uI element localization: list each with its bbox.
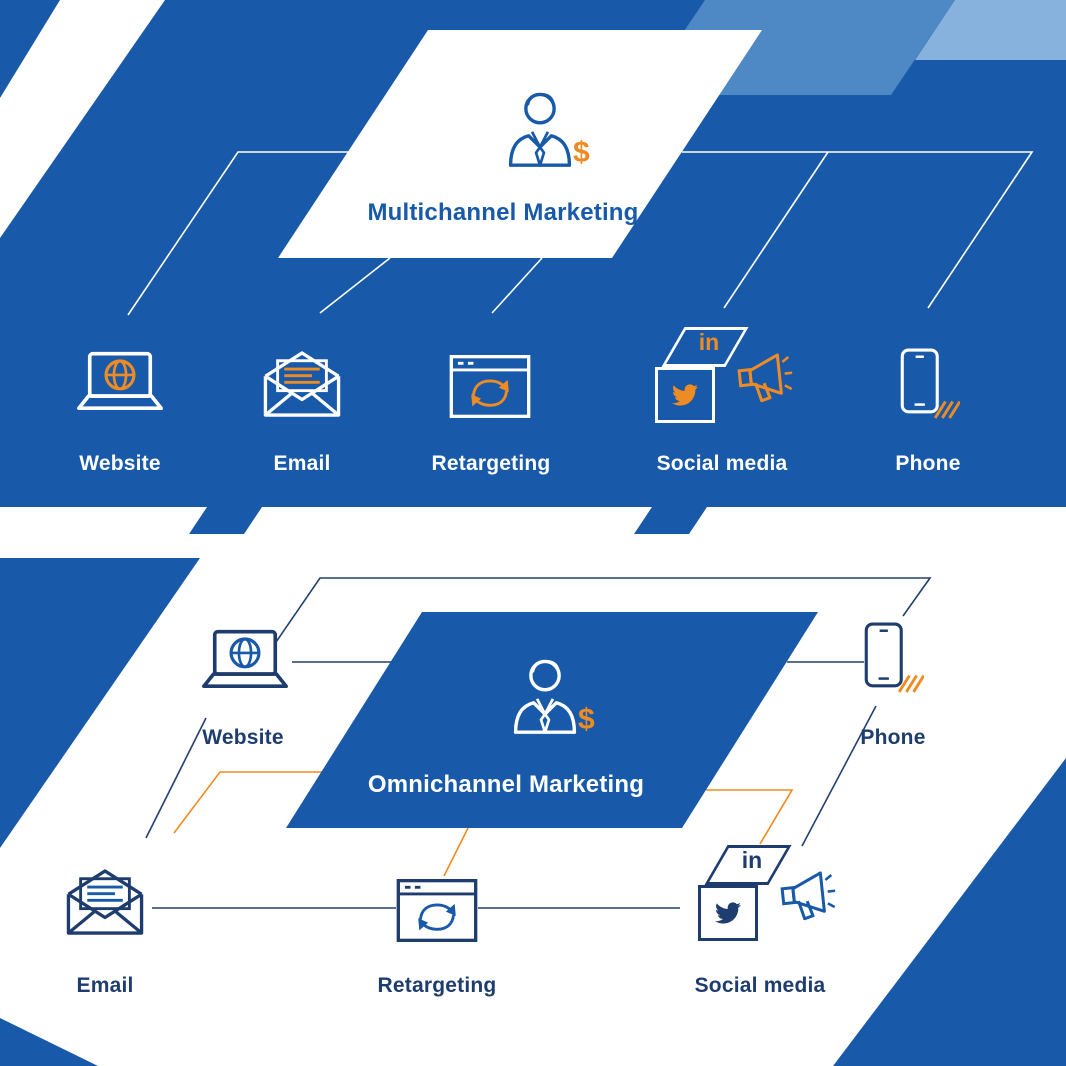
dollar-icon: $ [578,703,595,736]
orange-link-right [706,789,794,845]
omnichannel-title: Omnichannel Marketing [367,771,645,798]
megaphone-icon [775,868,841,930]
band-tab-right [634,507,707,534]
retargeting-icon [395,877,479,944]
multichannel-hub-shape [278,30,762,258]
channel-label-retargeting: Retargeting [431,452,551,475]
twitter-card [655,367,715,423]
top-right-lighter-stripe [915,0,1066,60]
social-media-icon: in [645,327,797,439]
omnichannel-hub-shape [286,612,818,828]
top-left-white-stripe [0,0,165,238]
connector-phone [682,151,1034,309]
orange-link-retargeting [443,827,469,877]
connector-email [319,257,391,314]
orange-link-left [173,771,322,834]
twitter-icon [712,900,744,926]
linkedin-in-text: in [698,329,720,355]
twitter-card [698,885,758,941]
connector-social [723,151,829,309]
channel-label-website: Website [202,726,284,749]
marketer-person-icon [502,655,588,737]
loop-website-phone [273,577,932,646]
omnichannel-orange-lines [173,771,794,877]
email-icon [64,866,146,938]
link-phone-social [801,705,877,847]
channel-label-retargeting: Retargeting [377,974,497,997]
bottom-left-corner-wedge [0,1018,98,1066]
megaphone-icon [732,350,798,412]
bottom-left-band [0,558,200,848]
channel-label-email: Email [76,974,134,997]
email-icon [261,348,343,420]
channel-label-social: Social media [656,452,788,475]
link-website-email [145,717,207,839]
multichannel-title: Multichannel Marketing [367,199,639,226]
phone-icon [898,348,960,420]
connector-retargeting [491,257,543,314]
channel-label-phone: Phone [860,726,926,749]
social-media-icon: in [688,845,840,957]
marketer-person-icon [497,88,583,170]
dollar-icon: $ [573,136,590,169]
website-icon [74,350,166,418]
omnichannel-navy-lines [145,577,932,909]
connector-website [127,151,348,316]
multichannel-connector-lines [127,151,1034,316]
channel-label-email: Email [273,452,331,475]
channel-label-website: Website [79,452,161,475]
channel-label-social: Social media [694,974,826,997]
website-icon [199,628,291,696]
channel-label-phone: Phone [895,452,961,475]
twitter-icon [669,382,701,408]
phone-icon [862,622,924,694]
band-tab-left [189,507,262,534]
linkedin-in-text: in [741,847,763,873]
bottom-right-wedge [833,758,1066,1066]
retargeting-icon [448,353,532,420]
